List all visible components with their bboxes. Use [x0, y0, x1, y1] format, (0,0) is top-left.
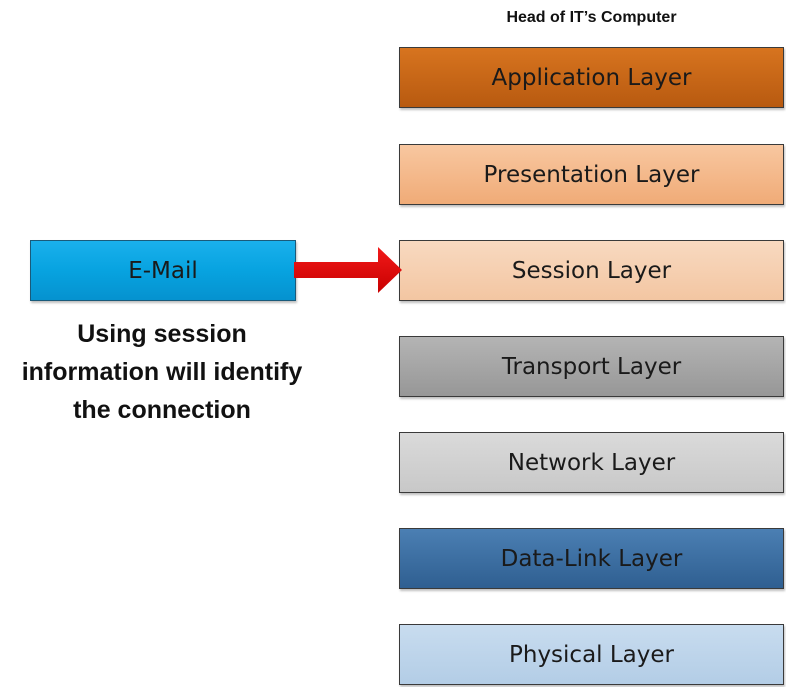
layer-label: Physical Layer [509, 641, 674, 668]
layer-data-link: Data-Link Layer [399, 528, 784, 589]
layer-label: Session Layer [511, 257, 672, 284]
layer-application: Application Layer [399, 47, 784, 108]
caption-line: Using session [77, 320, 247, 348]
layer-label: Transport Layer [501, 353, 682, 380]
layer-label: Network Layer [507, 449, 676, 476]
arrow-shape [294, 247, 402, 293]
layer-label: Application Layer [491, 64, 692, 91]
email-box: E-Mail [30, 240, 296, 301]
diagram-title: Head of IT’s Computer [506, 9, 677, 26]
layer-label: Presentation Layer [483, 161, 700, 188]
caption-line: information will identify [21, 358, 303, 386]
caption: Using session information will identify … [0, 315, 324, 429]
layer-network: Network Layer [399, 432, 784, 493]
layer-label: Data-Link Layer [500, 545, 683, 572]
layer-presentation: Presentation Layer [399, 144, 784, 205]
caption-line: the connection [73, 396, 251, 424]
layer-transport: Transport Layer [399, 336, 784, 397]
layer-physical: Physical Layer [399, 624, 784, 685]
arrow-right-icon [294, 247, 402, 293]
layer-session: Session Layer [399, 240, 784, 301]
email-label: E-Mail [128, 257, 198, 284]
